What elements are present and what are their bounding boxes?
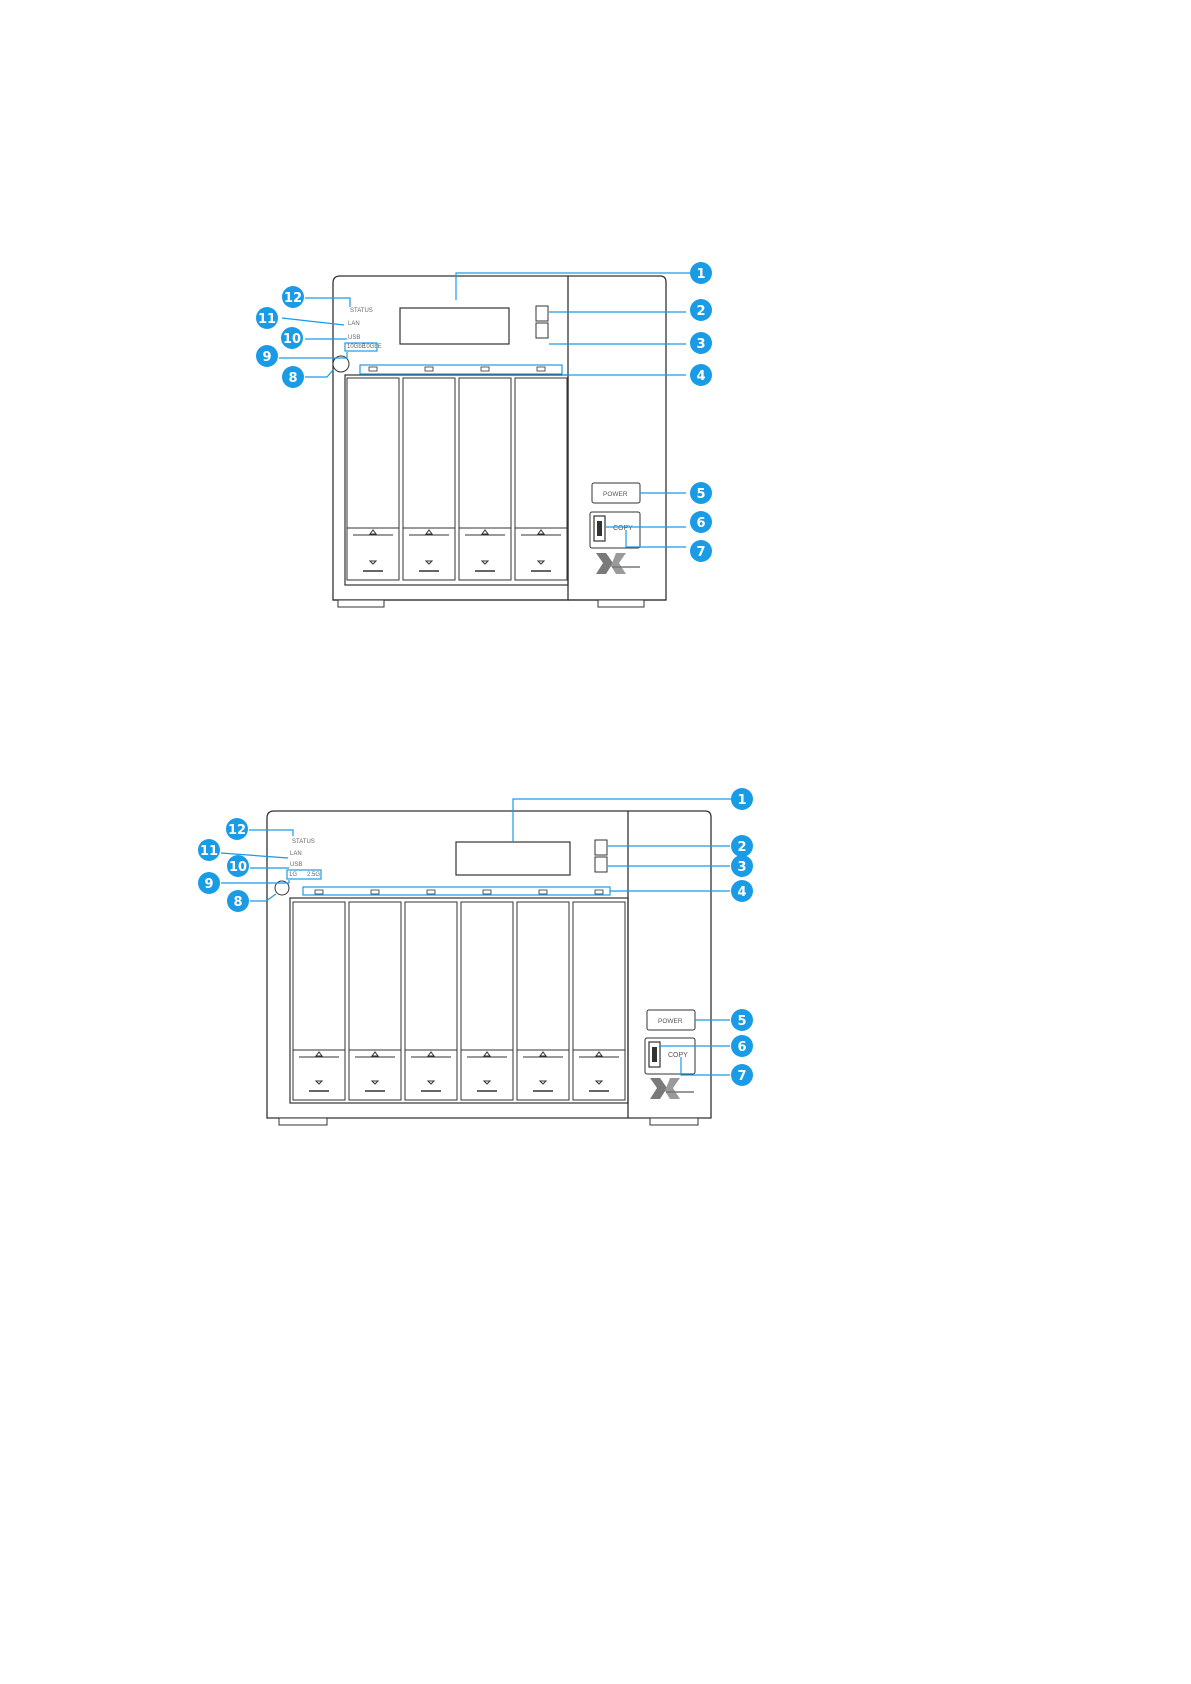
- select-button[interactable]: [536, 323, 548, 338]
- svg-text:12: 12: [228, 823, 246, 838]
- copy-button-label[interactable]: COPY: [613, 525, 633, 532]
- callout-7: 7: [731, 1064, 753, 1086]
- callout-3: 3: [690, 332, 712, 354]
- callout-10: 10: [281, 327, 303, 349]
- drive-status-leds: [369, 367, 545, 371]
- drive-tray-2[interactable]: [349, 902, 401, 1100]
- usb-led-label: USB: [348, 335, 360, 341]
- callout-11: 11: [198, 839, 220, 861]
- svg-text:5: 5: [737, 1014, 746, 1029]
- brand-logo: [596, 553, 640, 574]
- usb-led-label: USB: [290, 862, 302, 868]
- svg-text:5: 5: [696, 487, 705, 502]
- callout-10: 10: [227, 855, 249, 877]
- svg-text:7: 7: [737, 1069, 746, 1084]
- status-led-label: STATUS: [292, 839, 315, 845]
- lan-port-led-label-1: 1G: [289, 872, 297, 878]
- callout-12: 12: [282, 286, 304, 308]
- callout-5: 5: [731, 1009, 753, 1031]
- svg-text:10: 10: [229, 860, 247, 875]
- callout-6: 6: [731, 1035, 753, 1057]
- drive-tray-5[interactable]: [517, 902, 569, 1100]
- foot-right: [650, 1118, 698, 1125]
- drive-tray-4[interactable]: [461, 902, 513, 1100]
- svg-text:7: 7: [696, 545, 705, 560]
- drive-tray-3[interactable]: [459, 378, 511, 580]
- brand-logo: [650, 1078, 694, 1099]
- callout-9: 9: [198, 872, 220, 894]
- foot-left: [338, 600, 384, 607]
- foot-right: [598, 600, 644, 607]
- drive-status-leds: [315, 890, 603, 894]
- lan-port-led-label-2: 10GbE: [363, 344, 382, 350]
- callout-3: 3: [731, 855, 753, 877]
- callout-6: 6: [690, 511, 712, 533]
- callout-9: 9: [256, 345, 278, 367]
- drive-tray-1[interactable]: [347, 378, 399, 580]
- drive-tray-1[interactable]: [293, 902, 345, 1100]
- callout-4: 4: [731, 880, 753, 902]
- nas-6-bay-figure: STATUS LAN USB 1G 2.5G: [198, 788, 753, 1125]
- callout-2: 2: [731, 835, 753, 857]
- drive-tray-2[interactable]: [403, 378, 455, 580]
- svg-text:6: 6: [696, 516, 705, 531]
- callout-8: 8: [282, 366, 304, 388]
- callout-4: 4: [690, 364, 712, 386]
- drive-tray-4[interactable]: [515, 378, 567, 580]
- enter-button[interactable]: [536, 306, 548, 321]
- svg-text:1: 1: [737, 793, 746, 808]
- svg-text:8: 8: [288, 371, 297, 386]
- copy-button-label[interactable]: COPY: [668, 1052, 688, 1059]
- callout-5: 5: [690, 482, 712, 504]
- svg-text:2: 2: [737, 840, 746, 855]
- lcd-panel: [456, 842, 570, 875]
- svg-text:11: 11: [258, 312, 276, 327]
- drive-tray-6[interactable]: [573, 902, 625, 1100]
- enter-button[interactable]: [595, 840, 607, 855]
- svg-text:4: 4: [696, 369, 705, 384]
- svg-text:2: 2: [696, 304, 705, 319]
- svg-text:12: 12: [284, 291, 302, 306]
- callout-7: 7: [690, 540, 712, 562]
- lan-led-label: LAN: [290, 851, 302, 857]
- svg-text:6: 6: [737, 1040, 746, 1055]
- svg-text:10: 10: [283, 332, 301, 347]
- svg-text:3: 3: [696, 337, 705, 352]
- lcd-panel: [400, 308, 509, 344]
- usb-port-inner: [597, 521, 602, 536]
- nas-4-bay-figure: STATUS LAN USB 10GbE 10GbE: [256, 262, 712, 607]
- lan-led-label: LAN: [348, 321, 360, 327]
- power-button-label: POWER: [603, 491, 628, 498]
- callout-8: 8: [227, 890, 249, 912]
- select-button[interactable]: [595, 857, 607, 872]
- power-button-label: POWER: [658, 1018, 683, 1025]
- svg-text:9: 9: [204, 877, 213, 892]
- callout-2: 2: [690, 299, 712, 321]
- svg-text:11: 11: [200, 844, 218, 859]
- svg-text:1: 1: [696, 267, 705, 282]
- status-led-label: STATUS: [350, 308, 373, 314]
- callout-1: 1: [731, 788, 753, 810]
- svg-text:9: 9: [262, 350, 271, 365]
- svg-text:3: 3: [737, 860, 746, 875]
- callout-11: 11: [256, 307, 278, 329]
- lan-port-led-label-2: 2.5G: [307, 872, 320, 878]
- callout-12: 12: [226, 818, 248, 840]
- callout-1: 1: [690, 262, 712, 284]
- drive-tray-3[interactable]: [405, 902, 457, 1100]
- svg-text:8: 8: [233, 895, 242, 910]
- foot-left: [279, 1118, 327, 1125]
- svg-text:4: 4: [737, 885, 746, 900]
- usb-port-inner: [652, 1047, 657, 1062]
